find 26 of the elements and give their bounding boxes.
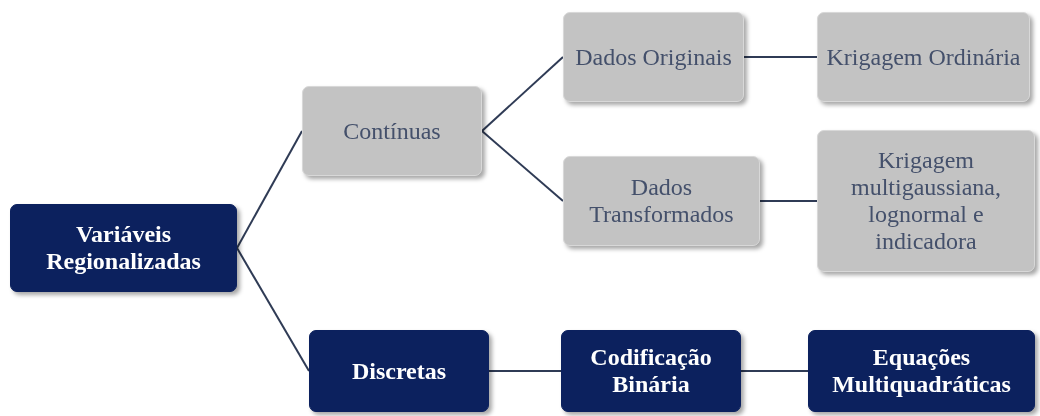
box-label: Dados Originais (575, 43, 732, 71)
box-label: Dados Transformados (588, 174, 735, 228)
box-label: Variáveis Regionalizadas (45, 221, 202, 275)
rounded-box (817, 130, 1035, 272)
connector-line (236, 130, 303, 249)
box-label: Contínuas (343, 117, 441, 145)
rounded-box (561, 330, 741, 412)
rounded-box (808, 330, 1035, 412)
connector-line (488, 370, 562, 372)
box-label: Codificação Binária (589, 344, 713, 398)
rounded-box (563, 12, 744, 102)
connector-line (740, 370, 809, 372)
connector-line (759, 200, 818, 202)
rounded-box (563, 156, 760, 246)
connector-line (481, 56, 564, 132)
box-label: Equações Multiquadráticas (831, 344, 1012, 398)
rounded-box (302, 86, 482, 176)
connector-line (481, 130, 564, 202)
box-label: Discretas (351, 357, 447, 385)
rounded-box (817, 12, 1030, 102)
box-label: Krigagem Ordinária (826, 43, 1021, 71)
rounded-box (309, 330, 489, 412)
rounded-box (10, 204, 237, 292)
connector-line (236, 247, 310, 372)
box-label: Krigagem multigaussiana, lognormal e indicadora (850, 147, 1002, 255)
connector-line (743, 56, 818, 58)
